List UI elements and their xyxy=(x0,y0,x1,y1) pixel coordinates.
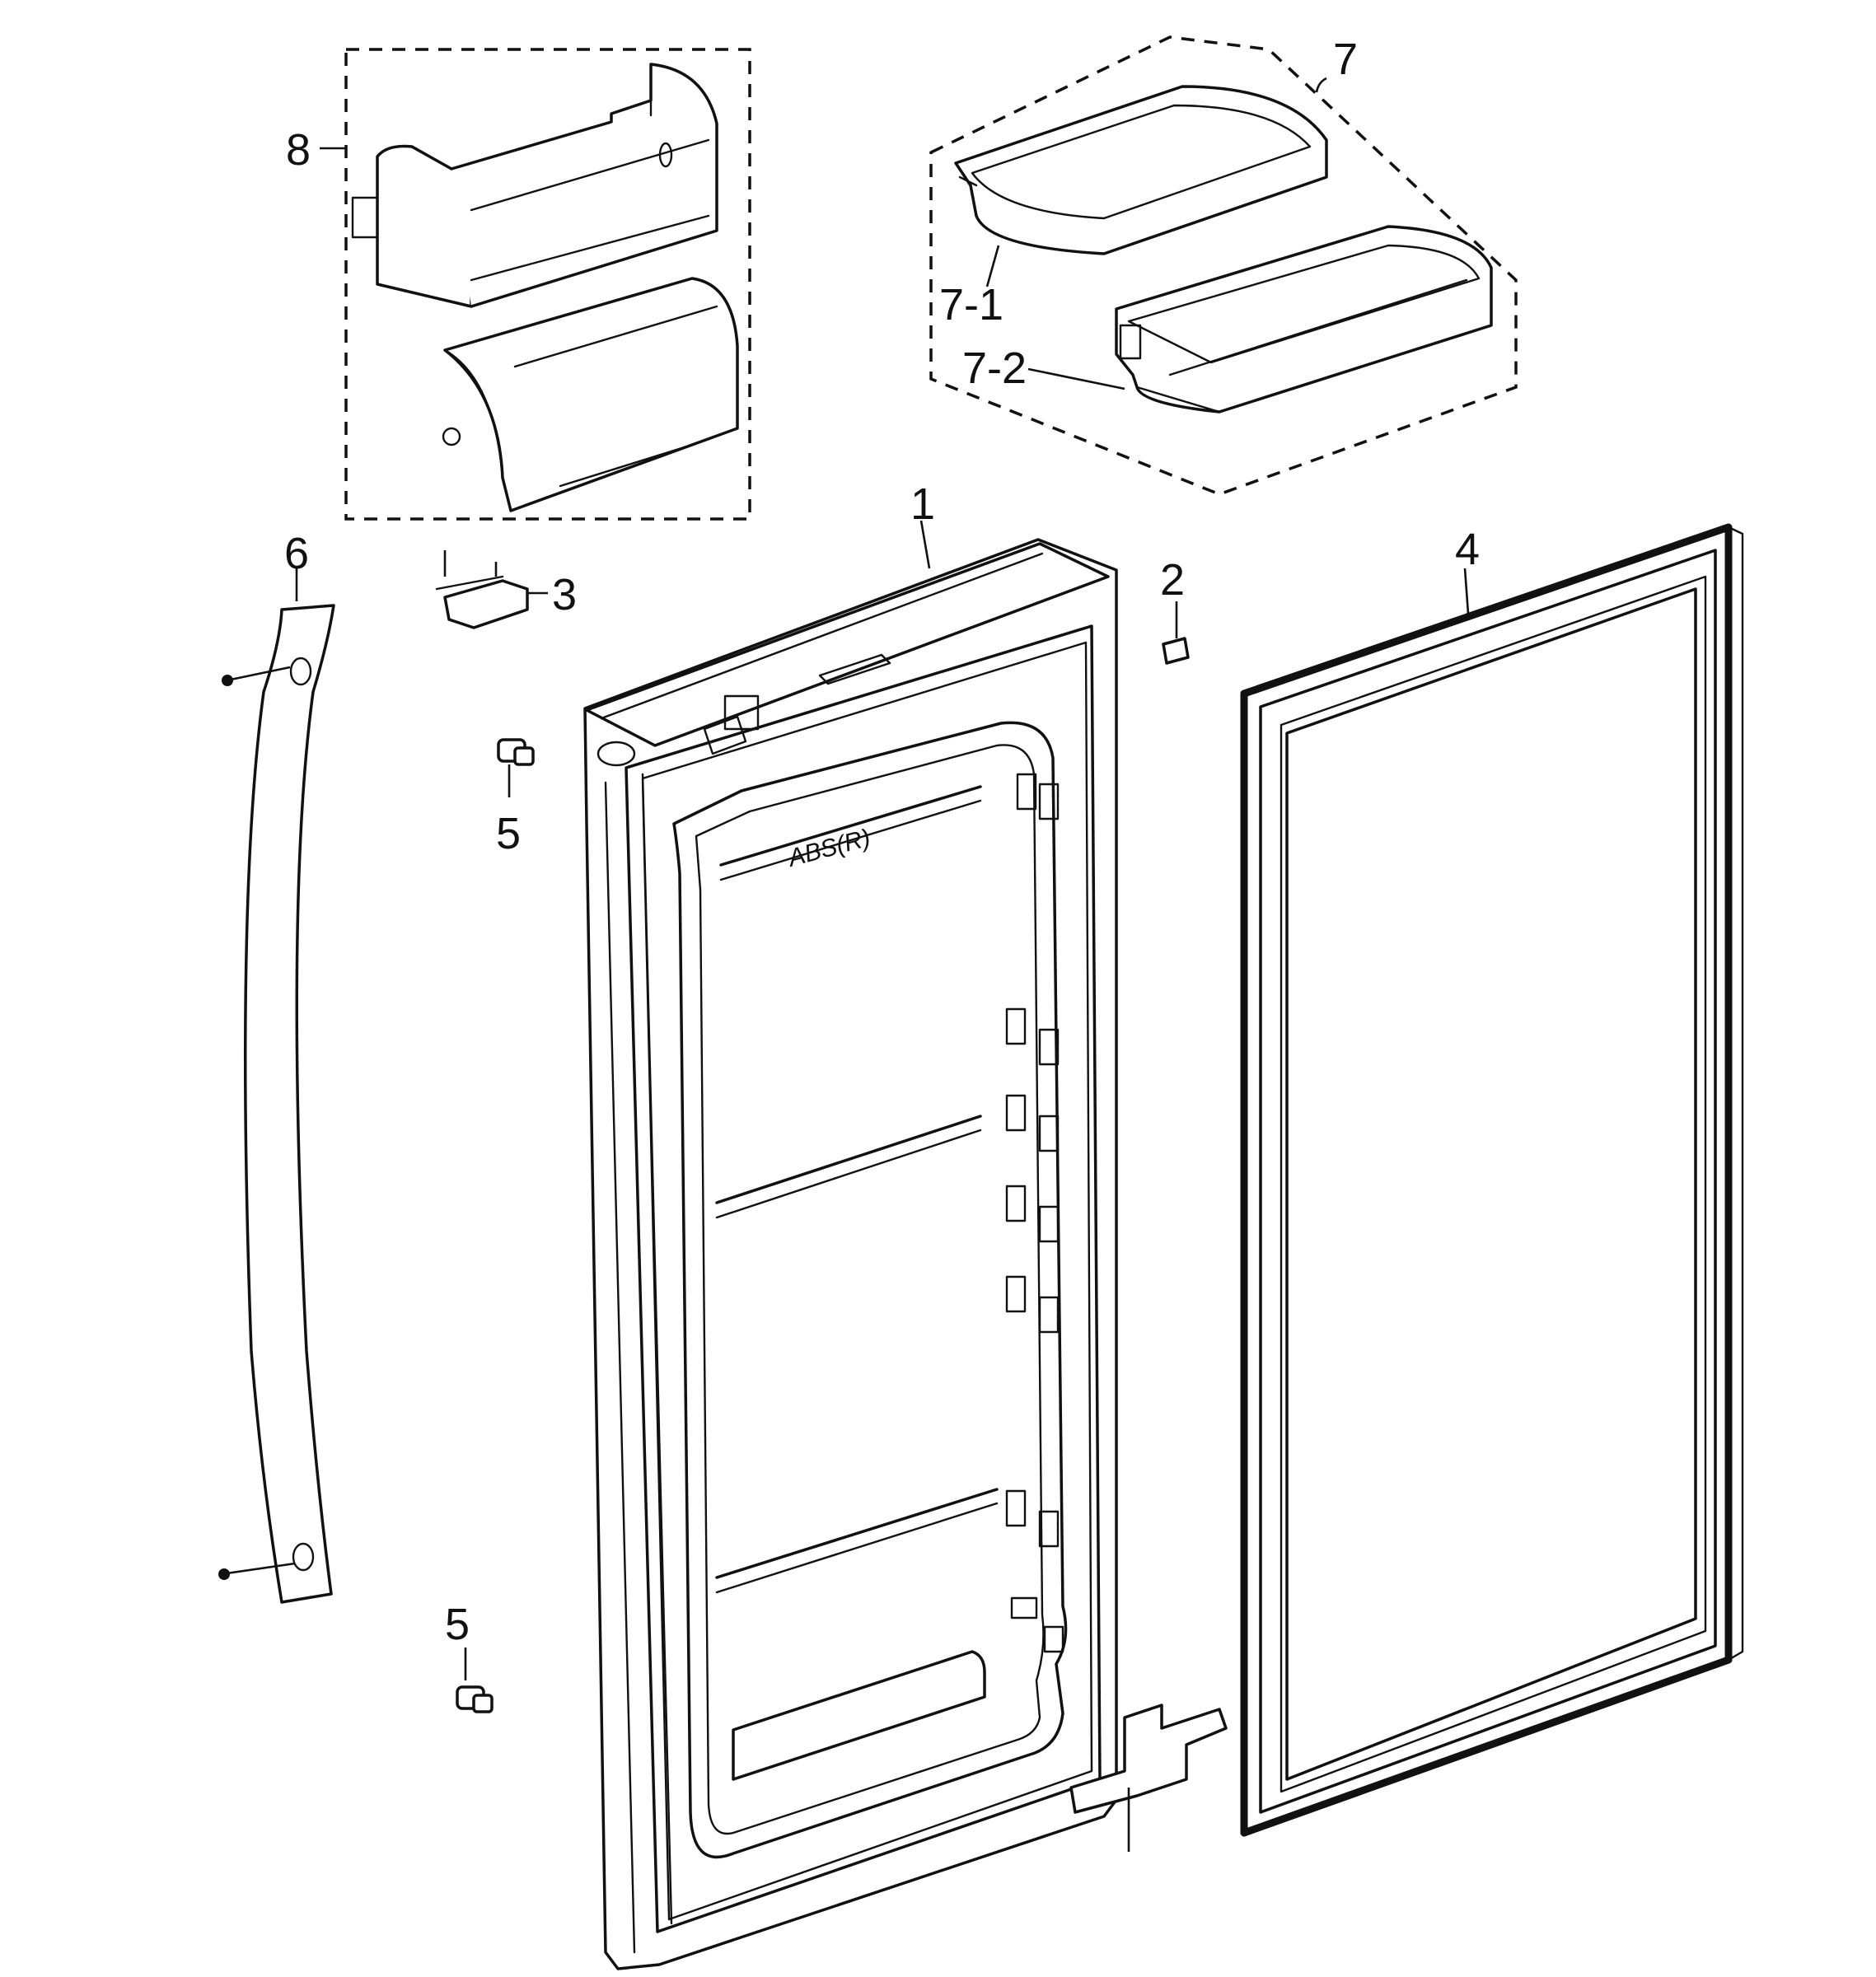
callout-4: 4 xyxy=(1455,525,1480,574)
bin-rail-7-1 xyxy=(954,85,1328,255)
bin-assembly-7: 7 7-1 7-2 xyxy=(929,35,1518,496)
hinge-pin-5-bottom: 5 xyxy=(445,1600,494,1713)
part-2: 2 xyxy=(1160,555,1190,665)
callout-5-bottom: 5 xyxy=(445,1600,470,1649)
door-1: ABS(R) 1 xyxy=(583,479,1228,1970)
guard-lower xyxy=(442,277,739,512)
callout-7-2: 7-2 xyxy=(962,344,1027,393)
bin-stops xyxy=(1005,773,1064,1653)
callout-5-top: 5 xyxy=(496,809,521,858)
guard-assembly-outline xyxy=(344,48,751,521)
callout-2: 2 xyxy=(1160,555,1185,605)
callout-1: 1 xyxy=(910,479,935,529)
guard-assembly-8: 8 xyxy=(286,48,751,521)
part-3: 3 xyxy=(435,550,577,629)
callout-7-1: 7-1 xyxy=(939,280,1003,330)
gasket-4: 4 xyxy=(1240,523,1744,1837)
hinge-pin-5-top: 5 xyxy=(496,738,535,858)
callout-6: 6 xyxy=(284,529,309,578)
handle-6: 6 xyxy=(218,529,335,1604)
callout-3: 3 xyxy=(552,570,577,619)
bin-assembly-outline xyxy=(929,35,1518,496)
callout-8: 8 xyxy=(286,125,311,175)
callout-7: 7 xyxy=(1333,35,1358,84)
guard-upper xyxy=(351,63,718,308)
bin-tray-7-2 xyxy=(1115,225,1493,414)
